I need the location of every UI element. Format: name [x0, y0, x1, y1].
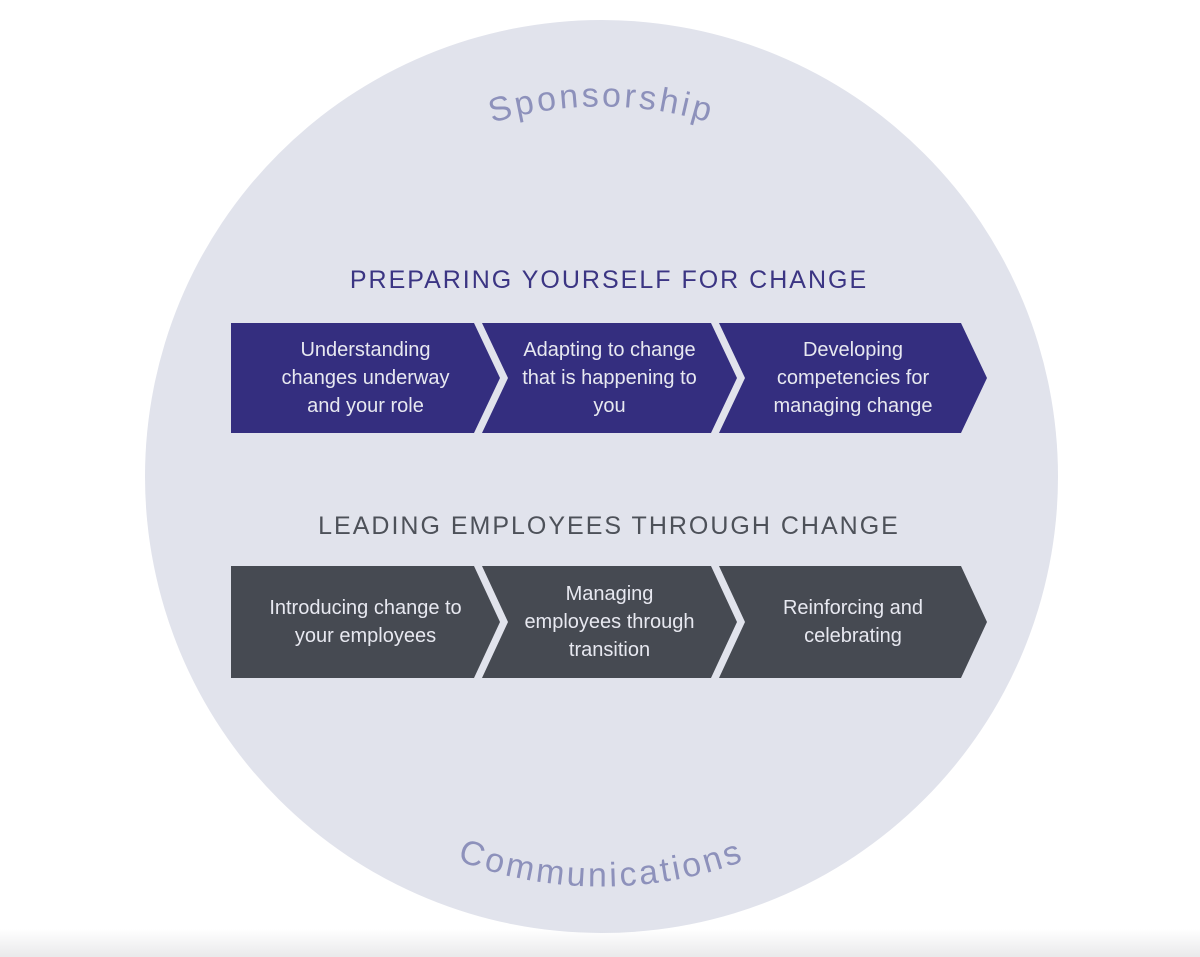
process-step-label: Introducing change to your employees — [269, 597, 462, 647]
process-step-label: Managing employees through transition — [524, 583, 695, 661]
process-step-introducing-change: Introducing change to your employees — [231, 566, 500, 678]
process-step-reinforcing-celebrating: Reinforcing and celebrating — [719, 566, 987, 678]
bottom-edge-shadow — [0, 929, 1200, 957]
process-step-label: Reinforcing and celebrating — [782, 597, 924, 647]
process-step-label: Adapting to change that is happening to … — [522, 339, 697, 417]
background-circle — [145, 20, 1058, 933]
section-title-preparing-yourself: PREPARING YOURSELF FOR CHANGE — [349, 266, 869, 294]
process-step-managing-employees: Managing employees through transition — [482, 566, 737, 678]
process-step-understanding-changes: Understanding changes underway and your … — [231, 323, 500, 433]
section-title-leading-employees: LEADING EMPLOYEES THROUGH CHANGE — [318, 512, 900, 540]
process-step-label: Understanding changes underway and your … — [281, 339, 450, 417]
process-row-leading: Introducing change to your employees Man… — [231, 566, 987, 678]
process-step-label: Developing competencies for managing cha… — [773, 339, 933, 417]
process-step-developing-competencies: Developing competencies for managing cha… — [719, 323, 987, 433]
process-row-preparing: Understanding changes underway and your … — [231, 323, 987, 433]
process-step-adapting-to-change: Adapting to change that is happening to … — [482, 323, 737, 433]
